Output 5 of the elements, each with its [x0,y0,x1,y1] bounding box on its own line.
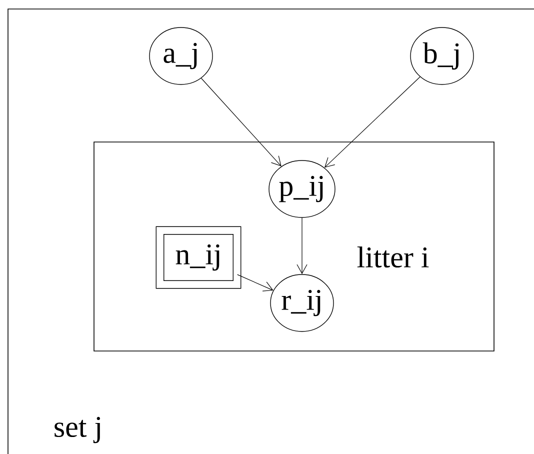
arrow [296,218,308,274]
arrow [200,78,282,166]
observed-box: n_ij [156,226,242,289]
arrow [324,76,420,168]
arrow [237,274,274,292]
